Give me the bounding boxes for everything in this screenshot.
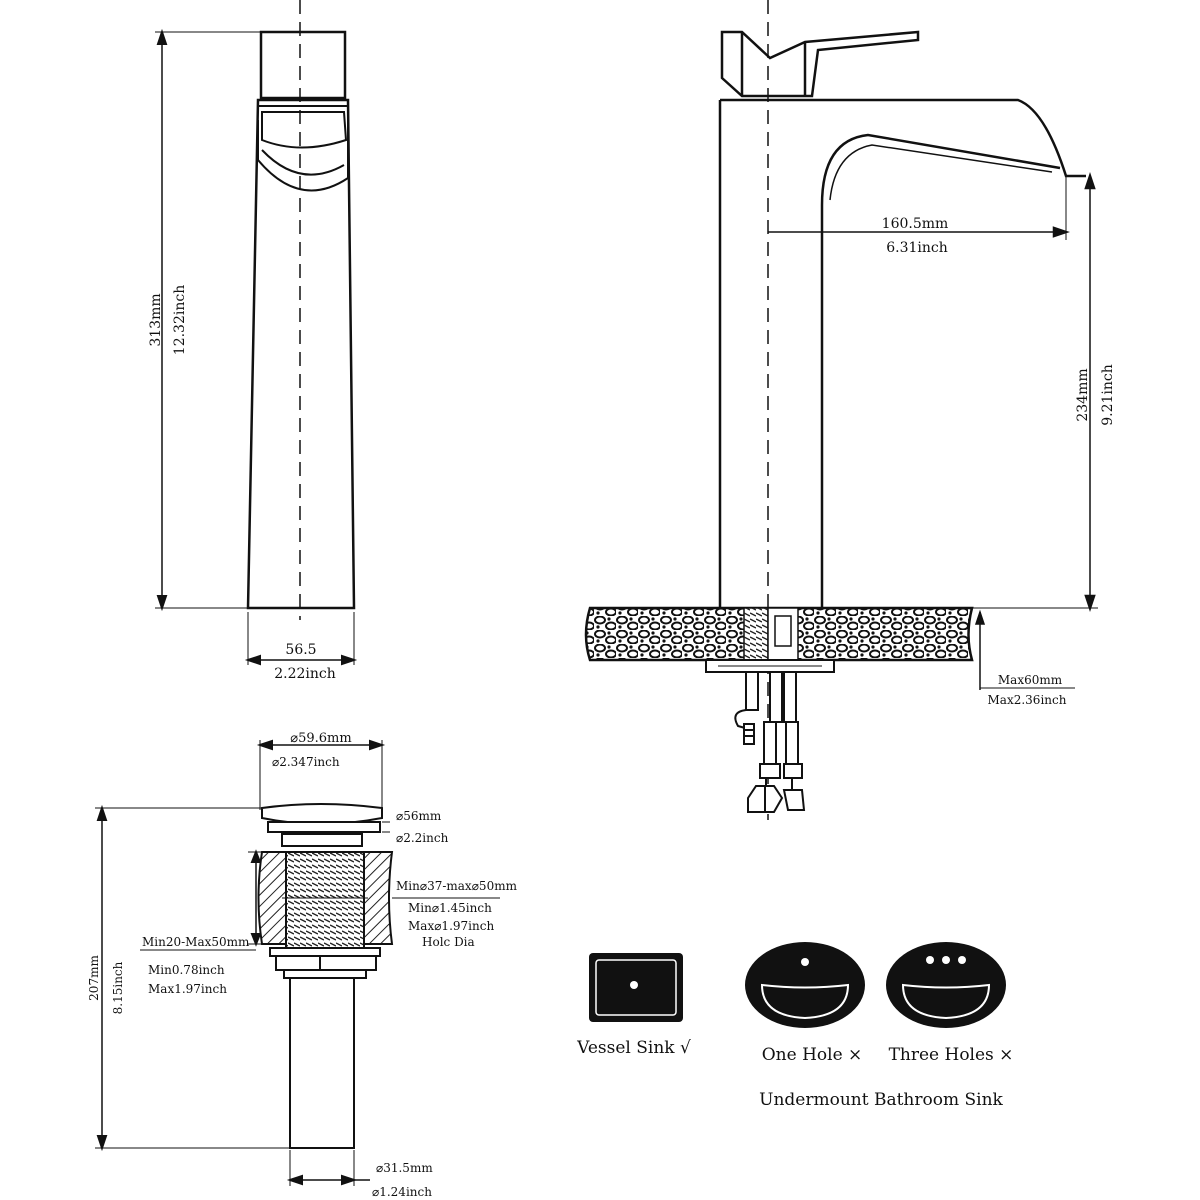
deck-dimension: [974, 609, 1075, 690]
front-height-inch: 12.32inch: [172, 285, 188, 355]
three-holes-sink-icon: [886, 942, 1006, 1028]
faucet-side-view: [718, 0, 1098, 820]
drain-hole-mm: Min⌀37-max⌀50mm: [396, 879, 518, 893]
drain-hole-label: Holc Dia: [422, 935, 475, 949]
drain-thick-max-inch: Max1.97inch: [148, 982, 227, 996]
drain-pipe-mm: ⌀31.5mm: [376, 1161, 433, 1175]
countertop: [584, 606, 974, 673]
drain-pipe-inch: ⌀1.24inch: [372, 1185, 432, 1199]
drain-thick-min-inch: Min0.78inch: [148, 963, 225, 977]
undermount-label: Undermount Bathroom Sink: [759, 1090, 1003, 1110]
drain-height-inch: 8.15inch: [111, 961, 125, 1014]
deck-inch: Max2.36inch: [988, 693, 1067, 707]
vessel-sink-icon: [589, 953, 683, 1022]
front-width-inch: 2.22inch: [274, 666, 336, 682]
side-reach-mm: 160.5mm: [882, 216, 949, 232]
deck-mm: Max60mm: [998, 673, 1063, 687]
drain-hole-min-inch: Min⌀1.45inch: [408, 901, 492, 915]
front-height-mm: 313mm: [148, 293, 164, 346]
faucet-front-view: [155, 0, 358, 666]
one-hole-label: One Hole ×: [762, 1045, 863, 1065]
drain-height-mm: 207mm: [87, 955, 101, 1001]
drain-flange-inch: ⌀2.2inch: [396, 831, 449, 845]
drain-hole-max-inch: Max⌀1.97inch: [408, 919, 494, 933]
front-width-mm: 56.5: [285, 642, 316, 658]
supply-hoses: [734, 671, 806, 813]
side-reach-inch: 6.31inch: [886, 240, 948, 256]
drain-cap-inch: ⌀2.347inch: [272, 755, 340, 769]
drain-thick-mm: Min20-Max50mm: [142, 935, 250, 949]
side-height-inch: 9.21inch: [1100, 364, 1116, 426]
side-height-mm: 234mm: [1075, 368, 1091, 421]
vessel-sink-label: Vessel Sink √: [576, 1038, 691, 1058]
one-hole-sink-icon: [745, 942, 865, 1028]
drain-flange-mm: ⌀56mm: [396, 809, 442, 823]
drain-drawing: [95, 739, 500, 1186]
three-holes-label: Three Holes ×: [889, 1045, 1014, 1065]
drain-cap-mm: ⌀59.6mm: [290, 731, 351, 746]
